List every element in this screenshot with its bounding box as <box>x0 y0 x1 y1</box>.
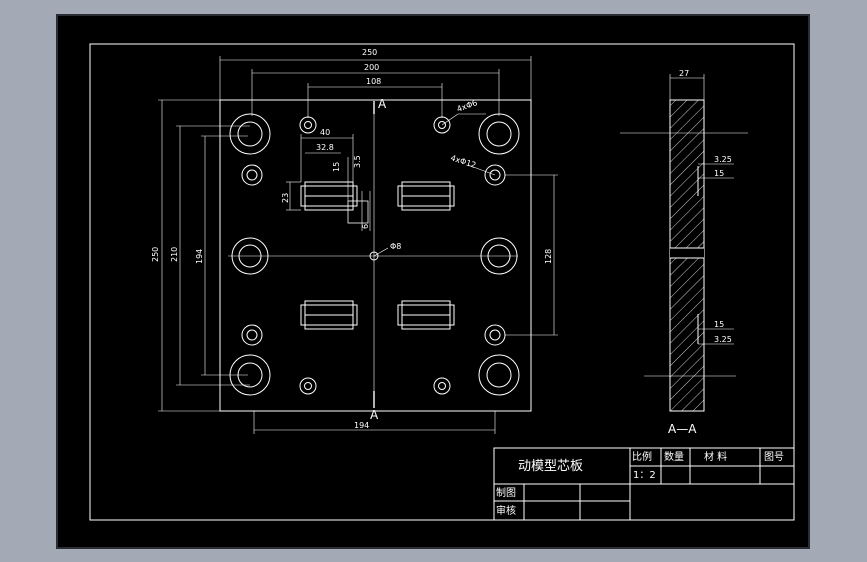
section-label: A—A <box>668 422 697 436</box>
cavity-slots <box>300 181 455 330</box>
scale-label: 比例 <box>632 450 652 463</box>
drawing-sheet: 250 200 108 194 250 210 194 128 40 32.8 … <box>89 43 795 521</box>
callout-4x6: 4xΦ6 <box>456 98 479 114</box>
holes-d12 <box>241 164 506 346</box>
section-dim-text: 27 3.25 15 15 3.25 A—A <box>668 69 732 436</box>
callout-4x12: 4xΦ12 <box>449 153 477 170</box>
dim-slot-15: 15 <box>332 162 341 172</box>
dim-15-top: 15 <box>714 169 724 178</box>
dim-height-210: 210 <box>170 247 179 262</box>
title-block <box>493 447 795 521</box>
holes-d6 <box>299 116 451 395</box>
main-view <box>219 99 532 412</box>
dim-height-128: 128 <box>544 249 553 264</box>
section-mark-bottom: A <box>370 408 379 422</box>
dim-slot-40: 40 <box>320 128 330 137</box>
drawing-no-label: 图号 <box>764 451 784 463</box>
dim-thickness-27: 27 <box>679 69 689 78</box>
drawn-label: 制图 <box>496 486 516 499</box>
dim-slot-32-8: 32.8 <box>316 143 334 152</box>
drawing-border <box>89 43 795 521</box>
guide-bush-holes <box>229 113 520 396</box>
main-dim-text: 250 200 108 194 250 210 194 128 40 32.8 … <box>151 48 553 430</box>
cad-canvas[interactable]: 250 200 108 194 250 210 194 128 40 32.8 … <box>56 14 810 549</box>
callout-d8: Φ8 <box>390 242 401 251</box>
dim-height-250: 250 <box>151 247 160 262</box>
dim-slot-3-5: 3.5 <box>353 155 362 168</box>
qty-label: 数量 <box>664 450 684 463</box>
plate-outline <box>219 99 532 412</box>
material-label: 材 料 <box>704 450 727 463</box>
dim-3-25-bottom: 3.25 <box>714 335 732 344</box>
dim-15-bottom: 15 <box>714 320 724 329</box>
dim-slot-23: 23 <box>281 193 290 203</box>
part-name: 动模型芯板 <box>518 459 583 474</box>
scale-value: 1：2 <box>633 470 656 481</box>
dim-width-108: 108 <box>366 77 381 86</box>
section-mark-top: A <box>378 97 387 111</box>
title-block-text: 动模型芯板 比例 数量 材 料 图号 1：2 制图 审核 <box>496 450 784 517</box>
main-dim-lines <box>158 56 558 434</box>
dim-width-194: 194 <box>354 421 369 430</box>
center-hole <box>369 251 379 261</box>
dim-3-25-top: 3.25 <box>714 155 732 164</box>
section-view <box>620 74 748 412</box>
dim-slot-6: 6 <box>361 224 370 229</box>
checked-label: 审核 <box>496 504 516 517</box>
dim-height-194: 194 <box>195 249 204 264</box>
dim-width-250: 250 <box>362 48 377 57</box>
dim-width-200: 200 <box>364 63 379 72</box>
